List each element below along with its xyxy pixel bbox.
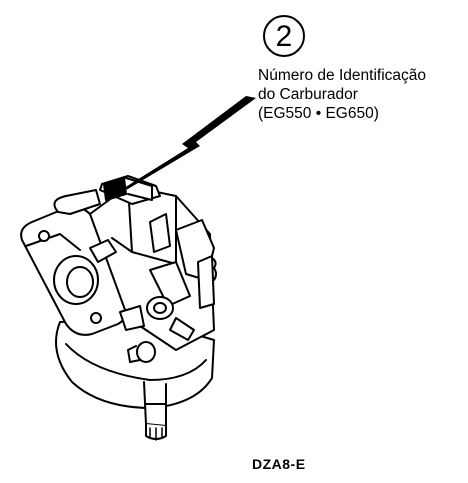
figure-code: DZA8-E bbox=[252, 456, 306, 472]
choke-lever bbox=[53, 189, 101, 215]
side-fitting bbox=[136, 341, 156, 363]
callout-label-line-1: Número de Identificação bbox=[258, 67, 427, 84]
lightning-arrow-icon bbox=[116, 96, 256, 196]
callout-badge: 2 bbox=[263, 15, 305, 57]
callout-label-line-2: do Carburador bbox=[258, 86, 358, 103]
id-plate bbox=[103, 177, 127, 201]
fuel-inlet bbox=[197, 255, 215, 309]
callout-label-line-3: (EG550 • EG650) bbox=[258, 105, 379, 122]
circled-number-icon: 2 bbox=[275, 19, 293, 53]
callout-label: Número de Identificação do Carburador (E… bbox=[258, 66, 466, 123]
